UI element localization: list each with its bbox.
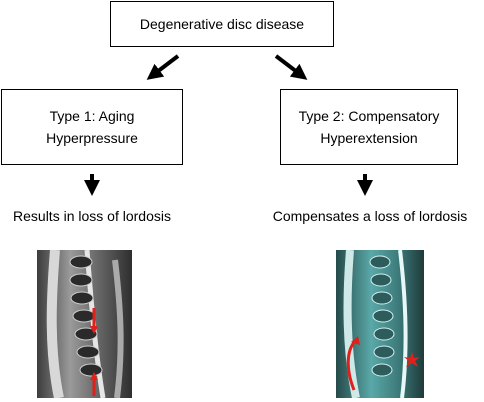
type1-caption: Results in loss of lordosis (13, 208, 171, 224)
arrow-to-type1 (146, 54, 180, 80)
root-node-label: Degenerative disc disease (139, 15, 305, 32)
type2-subtitle: Hyperextension (320, 130, 418, 146)
arrow-to-type2 (274, 54, 308, 80)
root-node-box: Degenerative disc disease (110, 1, 334, 47)
type2-node-box: Type 2: Compensatory Hyperextension (280, 89, 458, 165)
type2-title: Type 2: Compensatory (298, 107, 440, 124)
mri-image-type1 (37, 250, 132, 398)
type2-caption: Compensates a loss of lordosis (272, 208, 468, 224)
type1-subtitle: Hyperpressure (46, 130, 138, 146)
type1-title: Type 1: Aging (49, 107, 135, 124)
mri-image-type2 (336, 250, 424, 398)
type1-node-box: Type 1: Aging Hyperpressure (1, 89, 183, 165)
